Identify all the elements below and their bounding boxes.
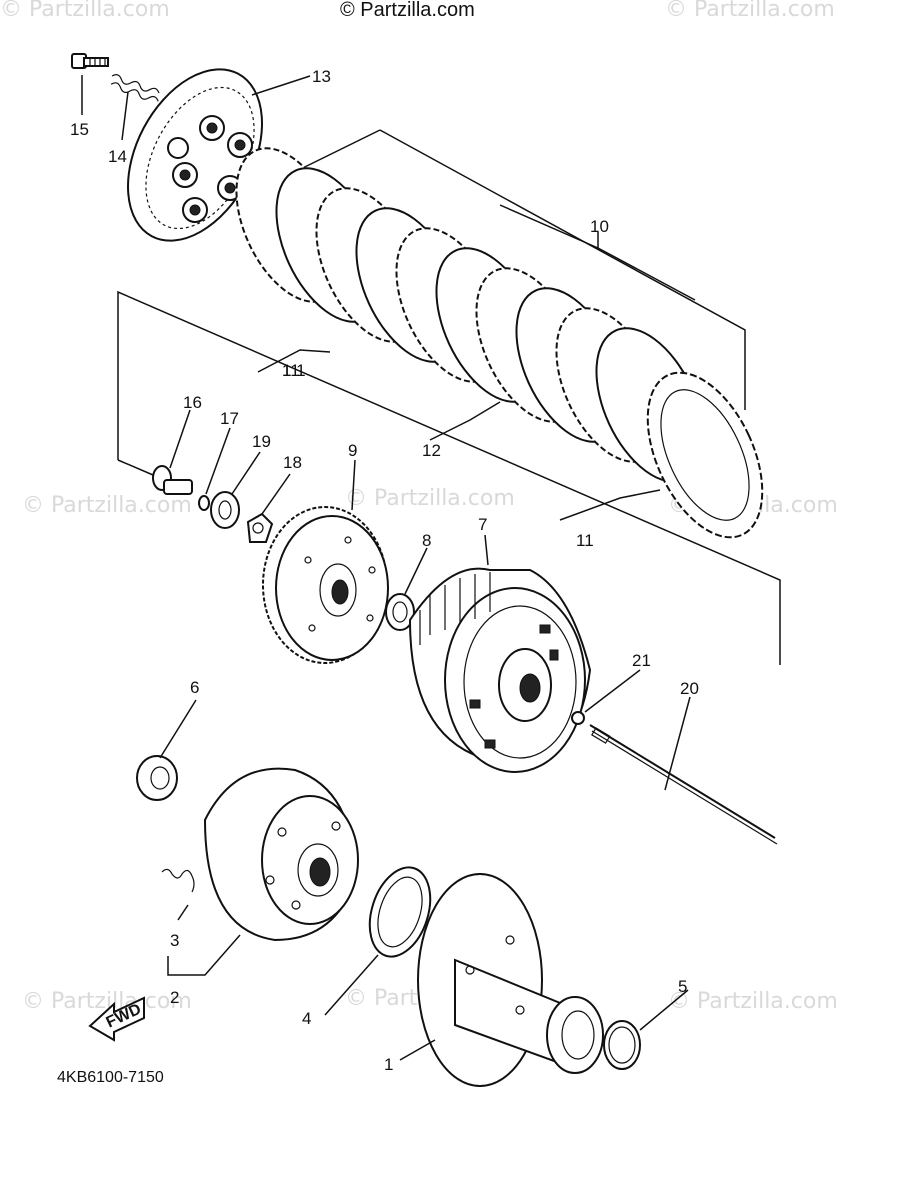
callout-7: 7 — [478, 515, 487, 534]
watermark-faint: © Partzilla.com — [0, 0, 170, 22]
lock-washer-part-18 — [246, 512, 274, 543]
callout-2: 2 — [170, 988, 179, 1007]
callout-11-bottom: 11 — [576, 531, 594, 550]
o-ring-part-17 — [198, 495, 210, 511]
callout-13: 13 — [312, 67, 331, 86]
callout-3: 3 — [170, 931, 179, 950]
callout-16: 16 — [183, 393, 202, 412]
spring-part-3 — [161, 868, 195, 893]
ball-part-21 — [571, 711, 585, 725]
diagram-code: 4KB6100-7150 — [57, 1069, 164, 1086]
watermark-top-center: © Partzilla.com — [340, 0, 475, 21]
watermark-faint: © Partzilla.com — [665, 0, 835, 22]
watermark-faint: © Partzilla.com — [345, 486, 515, 511]
primary-drive-part-1 — [417, 873, 604, 1087]
callout-1: 1 — [384, 1055, 393, 1074]
callout-10: 10 — [590, 217, 609, 236]
fwd-arrow: FWD — [88, 996, 145, 1042]
callout-17: 17 — [220, 409, 239, 428]
washer-part-19 — [210, 491, 240, 529]
callout-21: 21 — [632, 651, 651, 670]
callout-18: 18 — [283, 453, 302, 472]
callout-14: 14 — [108, 147, 127, 166]
bolt-part-16 — [152, 465, 193, 495]
callout-8: 8 — [422, 531, 431, 550]
callout-20: 20 — [680, 679, 699, 698]
clutch-plate-stack — [235, 147, 764, 539]
callout-12: 12 — [422, 441, 441, 460]
callout-4: 4 — [302, 1009, 311, 1028]
nut-part-6 — [136, 755, 178, 801]
callout-labels: 15 14 13 10 11 12 11 16 17 19 18 9 8 7 2… — [70, 67, 699, 1074]
callout-6: 6 — [190, 678, 199, 697]
pressure-plate-part-13 — [127, 68, 263, 242]
watermark-faint: © Partzilla.com — [22, 493, 192, 518]
callout-11-top: 11 — [282, 361, 300, 380]
primary-gear-part-9 — [262, 506, 389, 664]
clutch-boss-part-2 — [203, 767, 359, 942]
push-rod-part-20 — [589, 724, 778, 845]
spring-part-14 — [110, 74, 160, 102]
callout-19: 19 — [252, 432, 271, 451]
leader-lines — [81, 75, 696, 1061]
callout-9: 9 — [348, 441, 357, 460]
circlip-part-8 — [385, 593, 415, 631]
clutch-housing-part-7 — [408, 567, 592, 773]
callout-5: 5 — [678, 977, 687, 996]
watermark-faint: © Partzilla.com — [668, 989, 838, 1014]
bearing-part-4 — [368, 866, 432, 958]
callout-15: 15 — [70, 120, 89, 139]
bolt-part-15 — [71, 53, 109, 69]
bracket-mark-left: 1 1 — [282, 361, 306, 380]
o-ring-part-5 — [603, 1020, 641, 1070]
